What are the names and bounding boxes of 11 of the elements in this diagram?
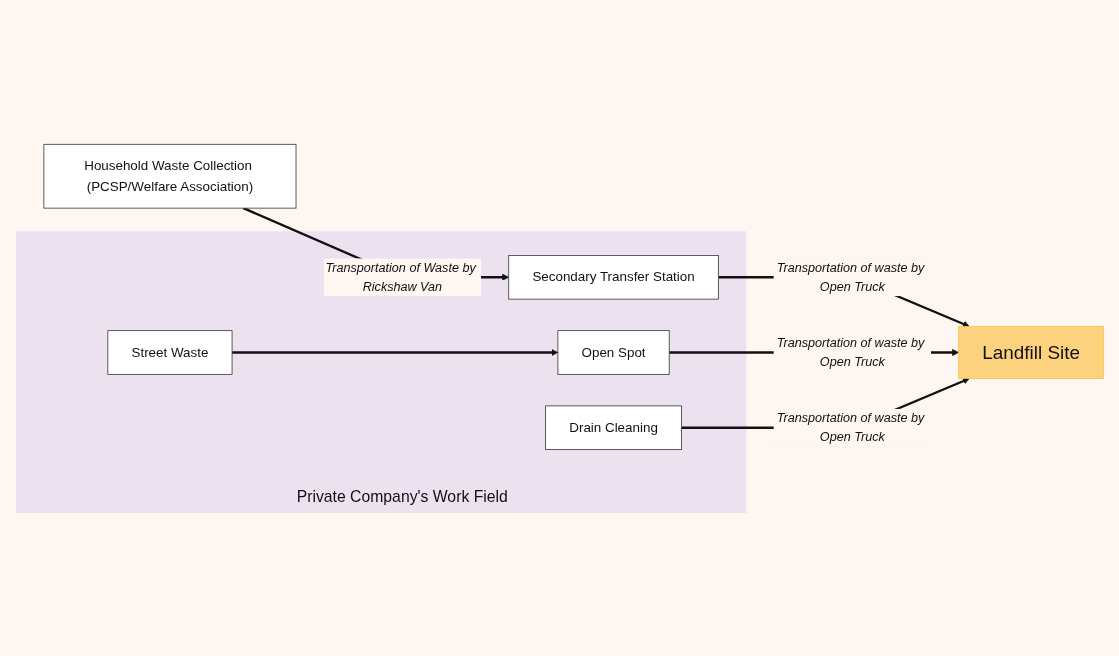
edge-label: Transportation of waste by Open Truck [776,410,924,444]
node-box: Street Waste [106,329,232,375]
edge-label: Transportation of Waste by Rickshaw Van [325,260,476,293]
node-box: Secondary Transfer Station [507,254,719,300]
node-box: Landfill Site [957,325,1104,379]
edge-label: Transportation of waste by Open Truck [776,335,924,368]
edge-label: Transportation of waste by Open Truck [776,260,924,293]
node-box: Household Waste Collection (PCSP/Welfare Association) [43,143,296,209]
node-box: Drain Cleaning [544,405,682,450]
arrow [231,348,558,356]
node-box: Open Spot [557,329,670,375]
